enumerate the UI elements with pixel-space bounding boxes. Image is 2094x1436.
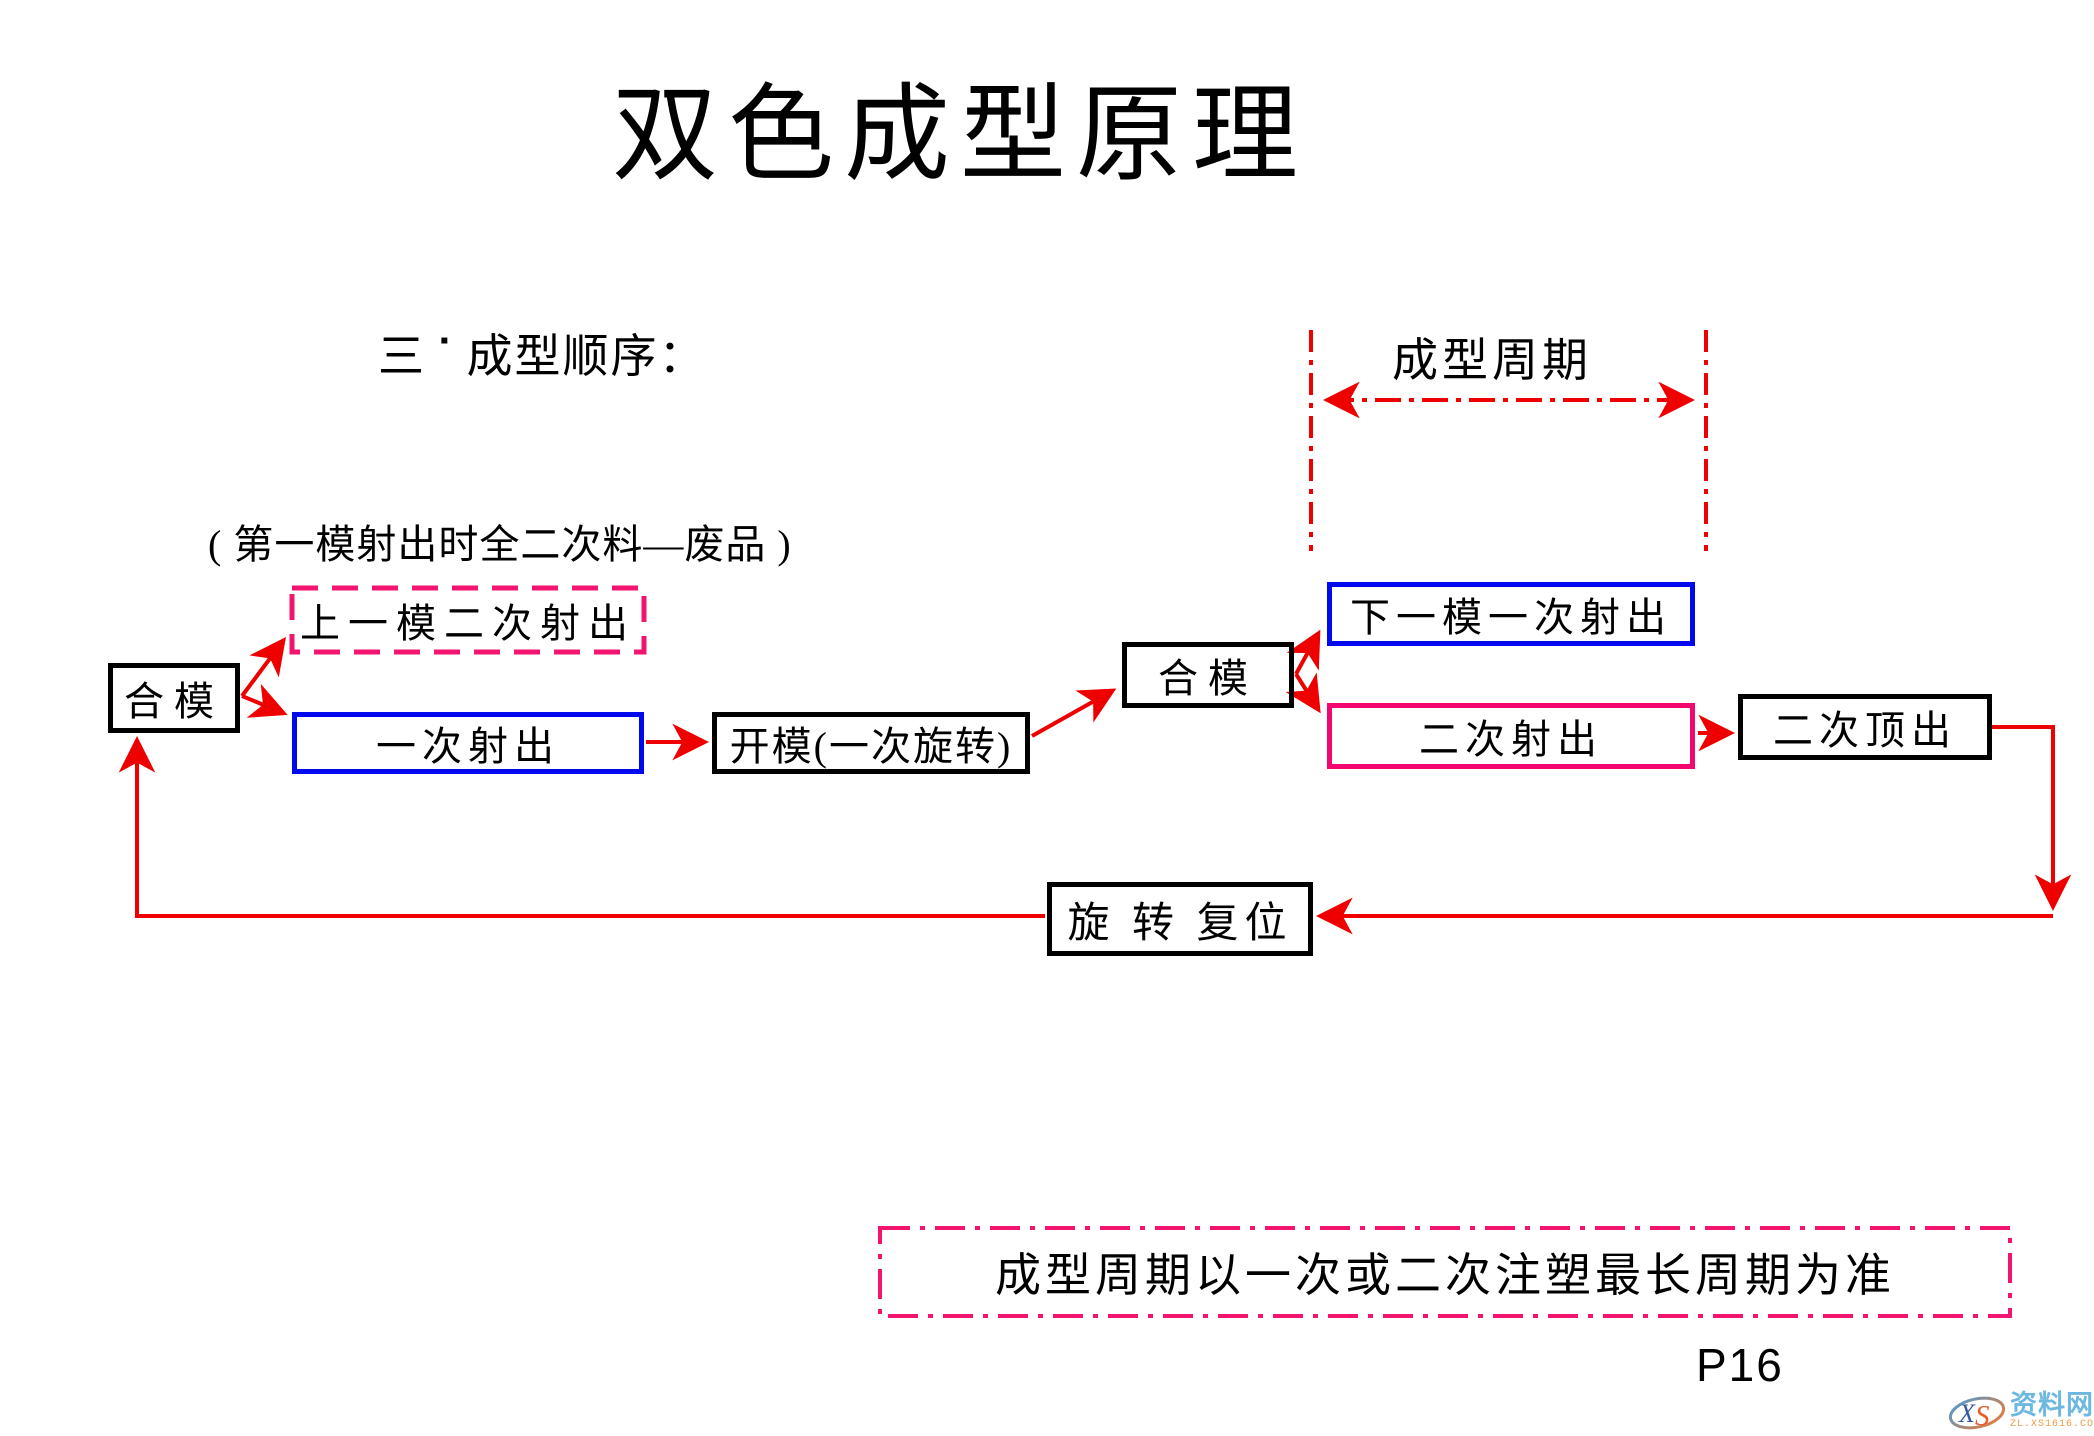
watermark-letter-s: S (1975, 1400, 1990, 1432)
section-label: 成型顺序： (466, 331, 707, 382)
section-heading: 三 ▪ 成型顺序： (378, 320, 707, 386)
watermark: X S 资料网 ZL.XS1616.COM (1946, 1388, 2094, 1434)
arrow-clamp2-to-second-shot (1285, 672, 1321, 714)
flow-node-next-first-shot: 下一模一次射出 (1327, 582, 1695, 646)
watermark-logo: X S (1948, 1396, 2006, 1432)
flow-node-open-mold: 开模(一次旋转) (712, 712, 1030, 774)
watermark-text: 资料网 ZL.XS1616.COM (2010, 1392, 2094, 1430)
arrow-clamp2-to-next-first (1286, 629, 1321, 675)
arrow-eject-down (1992, 725, 2072, 911)
square-dot-icon: ▪ (440, 328, 451, 354)
cycle-period-label: 成型周期 (1392, 335, 1592, 386)
arrow-open-mold-to-clamp2 (1031, 688, 1117, 738)
arrow-clamp1-to-prev-second (240, 636, 286, 698)
flow-node-second-shot: 二次射出 (1327, 703, 1695, 769)
page-number: P16 (1696, 1339, 1784, 1391)
flow-node-clamp-2: 合模 (1122, 642, 1294, 708)
flow-node-prev-second-shot: 上一模二次射出 (300, 601, 636, 646)
arrow-clamp1-to-first-shot (241, 683, 288, 718)
flow-node-clamp-1: 合模 (108, 663, 240, 733)
flow-node-rotate-reset: 旋 转 复位 (1047, 882, 1313, 956)
watermark-site-url: ZL.XS1616.COM (2010, 1419, 2094, 1430)
footer-note: 成型周期以一次或二次注塑最长周期为准 (995, 1250, 1895, 1301)
flow-node-first-shot: 一次射出 (292, 712, 644, 774)
section-index: 三 (378, 331, 426, 382)
watermark-site-name: 资料网 (2010, 1390, 2094, 1420)
watermark-ellipse (1948, 1396, 2006, 1430)
page-title: 双色成型原理 (612, 77, 1308, 194)
flow-node-second-eject: 二次顶出 (1738, 694, 1992, 760)
watermark-letter-x: X (1958, 1399, 1976, 1428)
waste-note: ( 第一模射出时全二次料—废品 ) (208, 522, 792, 567)
